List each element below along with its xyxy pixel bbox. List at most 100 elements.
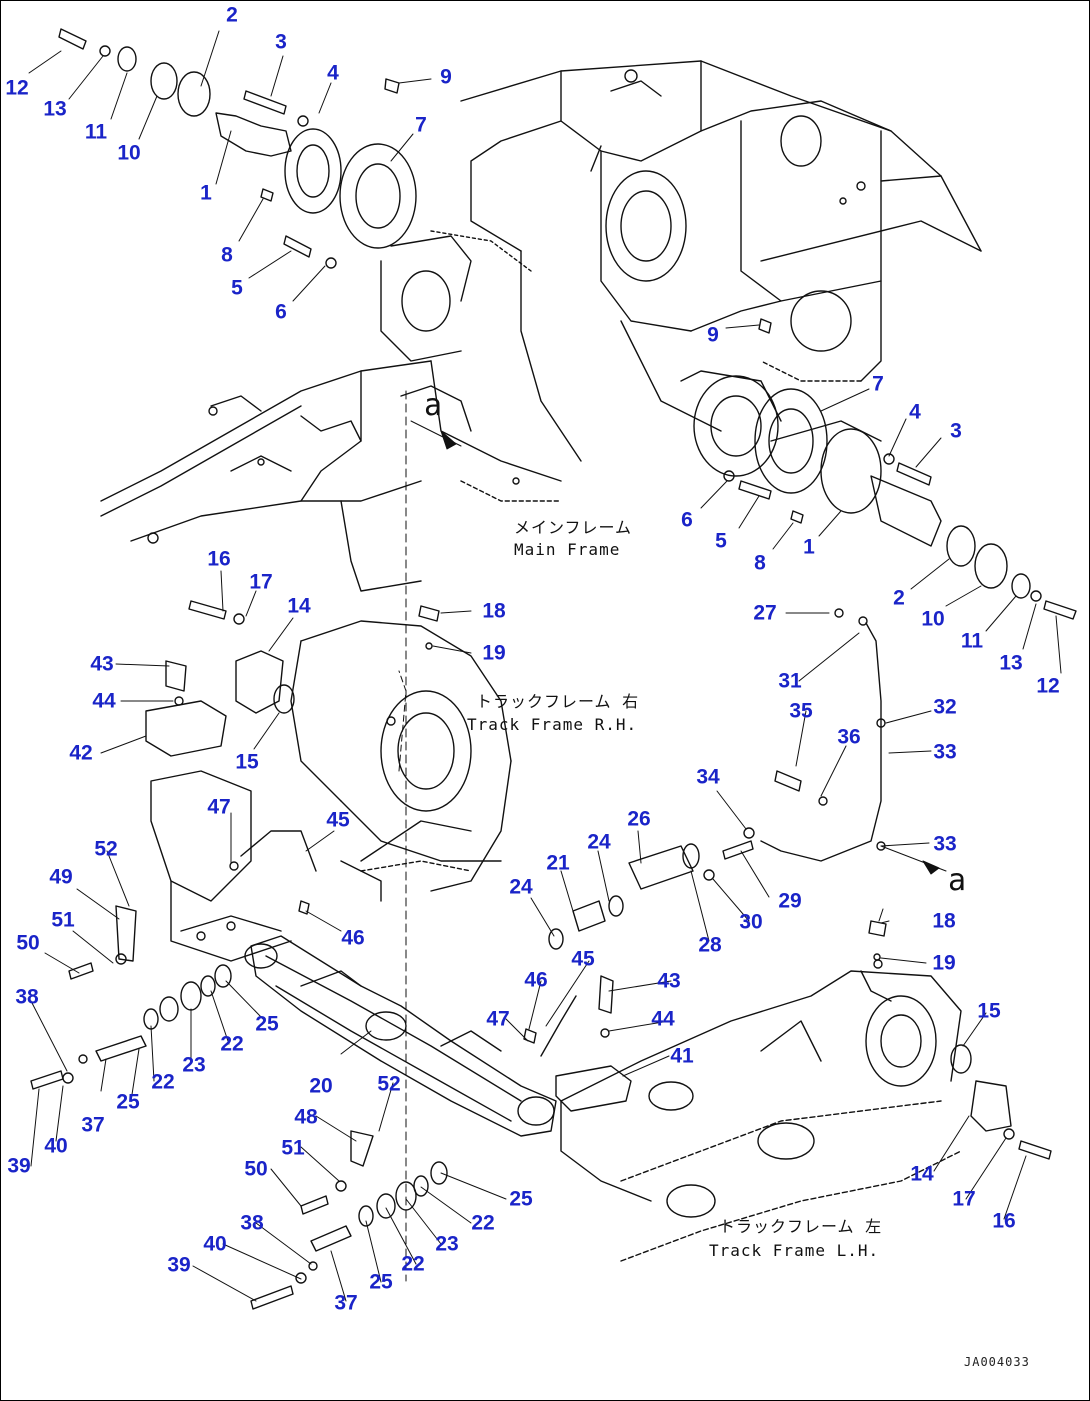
callout-number: 11 xyxy=(960,629,984,653)
callout-number: 1 xyxy=(803,535,815,559)
callout-number: 37 xyxy=(334,1291,358,1315)
callout-number: 46 xyxy=(341,926,365,950)
callout-number: 19 xyxy=(482,641,506,665)
callout-number: 40 xyxy=(44,1134,68,1158)
callout-number: 51 xyxy=(281,1136,305,1160)
callout-number: 18 xyxy=(482,599,506,623)
callout-number: 4 xyxy=(327,61,339,85)
callout-number: 14 xyxy=(910,1162,934,1186)
callout-number: 7 xyxy=(415,113,427,137)
callout-number: 34 xyxy=(696,765,720,789)
callout-number: 9 xyxy=(707,323,719,347)
callout-number: 30 xyxy=(739,910,763,934)
callout-number: 33 xyxy=(933,832,957,856)
callout-number: 50 xyxy=(244,1157,268,1181)
reference-letter-upper: a xyxy=(423,388,443,423)
callout-number: 49 xyxy=(49,865,73,889)
callout-number: 15 xyxy=(235,750,259,774)
callout-number: 10 xyxy=(921,607,945,631)
callout-number: 25 xyxy=(369,1270,393,1294)
callout-number: 41 xyxy=(670,1044,694,1068)
callout-number: 32 xyxy=(933,695,957,719)
callout-number: 45 xyxy=(571,947,595,971)
callout-number: 16 xyxy=(207,547,231,571)
callout-number: 17 xyxy=(952,1187,976,1211)
callout-number: 3 xyxy=(275,30,287,54)
callout-number: 42 xyxy=(69,741,93,765)
callout-number: 2 xyxy=(893,586,905,610)
callout-number: 36 xyxy=(837,725,861,749)
callout-number: 5 xyxy=(231,276,243,300)
callout-number: 25 xyxy=(116,1090,140,1114)
pivot-shaft-right xyxy=(723,318,1077,620)
callout-number: 6 xyxy=(275,300,287,324)
callout-number: 27 xyxy=(753,601,777,625)
callout-number: 22 xyxy=(401,1252,425,1276)
callout-number: 8 xyxy=(754,551,766,575)
reference-letter-lower: a xyxy=(947,863,967,898)
callout-number: 44 xyxy=(92,689,116,713)
callout-number: 4 xyxy=(909,400,921,424)
callout-number: 26 xyxy=(627,807,651,831)
callout-number: 51 xyxy=(51,908,75,932)
callout-number: 22 xyxy=(471,1211,495,1235)
track-frame-lh-label-jp: トラックフレーム 左 xyxy=(719,1217,883,1236)
callout-number: 43 xyxy=(90,652,114,676)
callout-number: 33 xyxy=(933,740,957,764)
callout-number: 19 xyxy=(932,951,956,975)
callout-number: 9 xyxy=(440,65,452,89)
callout-number: 2 xyxy=(226,3,238,27)
callout-number: 52 xyxy=(377,1072,401,1096)
callout-number: 17 xyxy=(249,570,273,594)
callout-number: 28 xyxy=(698,933,722,957)
callout-number: 23 xyxy=(182,1053,206,1077)
callout-number: 16 xyxy=(992,1209,1016,1233)
callout-number: 20 xyxy=(309,1074,333,1098)
callout-number: 46 xyxy=(524,968,548,992)
main-frame-drawing xyxy=(430,60,982,477)
callout-number: 25 xyxy=(255,1012,279,1036)
callout-number: 48 xyxy=(294,1105,318,1129)
leader-lines xyxy=(28,30,1062,1302)
main-frame-left-drawing xyxy=(100,235,562,592)
pivot-shaft-upper xyxy=(58,28,417,269)
callout-number: 40 xyxy=(203,1232,227,1256)
drawing-code: JA004033 xyxy=(964,1355,1030,1369)
callout-number: 39 xyxy=(167,1253,191,1277)
callout-number: 1 xyxy=(200,181,212,205)
callout-number: 3 xyxy=(950,419,962,443)
track-frame-lh-drawing xyxy=(560,959,962,1262)
callout-number: 11 xyxy=(84,120,108,144)
track-frame-lh-label-en: Track Frame L.H. xyxy=(709,1241,880,1260)
callout-number: 5 xyxy=(715,529,727,553)
callout-number: 12 xyxy=(5,76,29,100)
callout-number: 47 xyxy=(207,795,231,819)
callout-number: 38 xyxy=(240,1211,264,1235)
callout-number: 45 xyxy=(326,808,350,832)
track-frame-rh-label-en: Track Frame R.H. xyxy=(467,715,638,734)
callout-number: 12 xyxy=(1036,674,1060,698)
callout-number: 24 xyxy=(587,830,611,854)
callout-number: 21 xyxy=(546,851,570,875)
callout-number: 6 xyxy=(681,508,693,532)
callout-number: 52 xyxy=(94,837,118,861)
callout-number: 31 xyxy=(778,669,802,693)
callout-number: 43 xyxy=(657,969,681,993)
callout-number: 50 xyxy=(16,931,40,955)
callout-number: 7 xyxy=(872,372,884,396)
callout-number: 37 xyxy=(81,1113,105,1137)
callout-number: 35 xyxy=(789,699,813,723)
callout-number: 47 xyxy=(486,1007,510,1031)
callout-number: 24 xyxy=(509,875,533,899)
main-frame-label-jp: メインフレーム xyxy=(514,518,633,537)
cover-plates xyxy=(145,600,1052,1160)
equalizer-bar-drawing xyxy=(244,935,557,1137)
callout-number: 39 xyxy=(7,1154,31,1178)
callout-number: 29 xyxy=(778,889,802,913)
callout-number: 38 xyxy=(15,985,39,1009)
track-frame-rh-label-jp: トラックフレーム 右 xyxy=(476,692,640,711)
callout-number: 8 xyxy=(221,243,233,267)
callout-number: 13 xyxy=(999,651,1023,675)
